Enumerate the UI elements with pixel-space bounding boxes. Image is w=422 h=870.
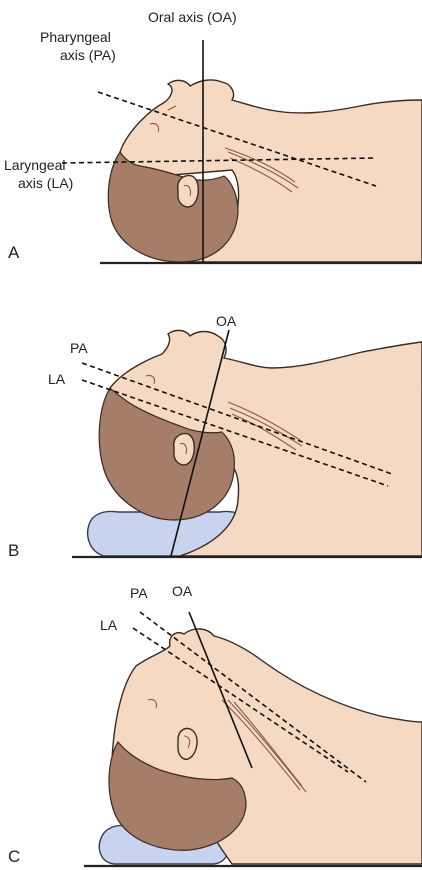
panel-b: OA PA LA B bbox=[8, 313, 422, 560]
panel-b-ear bbox=[174, 434, 195, 465]
panel-c-pa-label: PA bbox=[130, 585, 148, 601]
panel-c-letter: C bbox=[8, 847, 20, 866]
panel-a-pharyngeal-axis-label-1: Pharyngeal bbox=[40, 29, 111, 45]
panel-c-oa-label: OA bbox=[172, 583, 193, 599]
panel-a-laryngeal-axis-label-2: axis (LA) bbox=[18, 175, 73, 191]
panel-b-letter: B bbox=[8, 541, 19, 560]
panel-c: PA OA LA C bbox=[8, 583, 422, 866]
panel-c-la-label: LA bbox=[100, 617, 118, 633]
panel-a-oral-axis-label: Oral axis (OA) bbox=[148, 9, 237, 25]
panel-a: Oral axis (OA) Pharyngeal axis (PA) Lary… bbox=[4, 9, 422, 263]
panel-b-oa-label: OA bbox=[216, 313, 237, 329]
panel-a-pharyngeal-axis-label-2: axis (PA) bbox=[60, 47, 116, 63]
panel-a-letter: A bbox=[8, 243, 20, 262]
panel-b-la-label: LA bbox=[48, 371, 66, 387]
panel-a-laryngeal-axis-label-1: Laryngeal bbox=[4, 157, 66, 173]
panel-b-pa-label: PA bbox=[70, 340, 88, 356]
panel-a-ear bbox=[178, 176, 199, 207]
